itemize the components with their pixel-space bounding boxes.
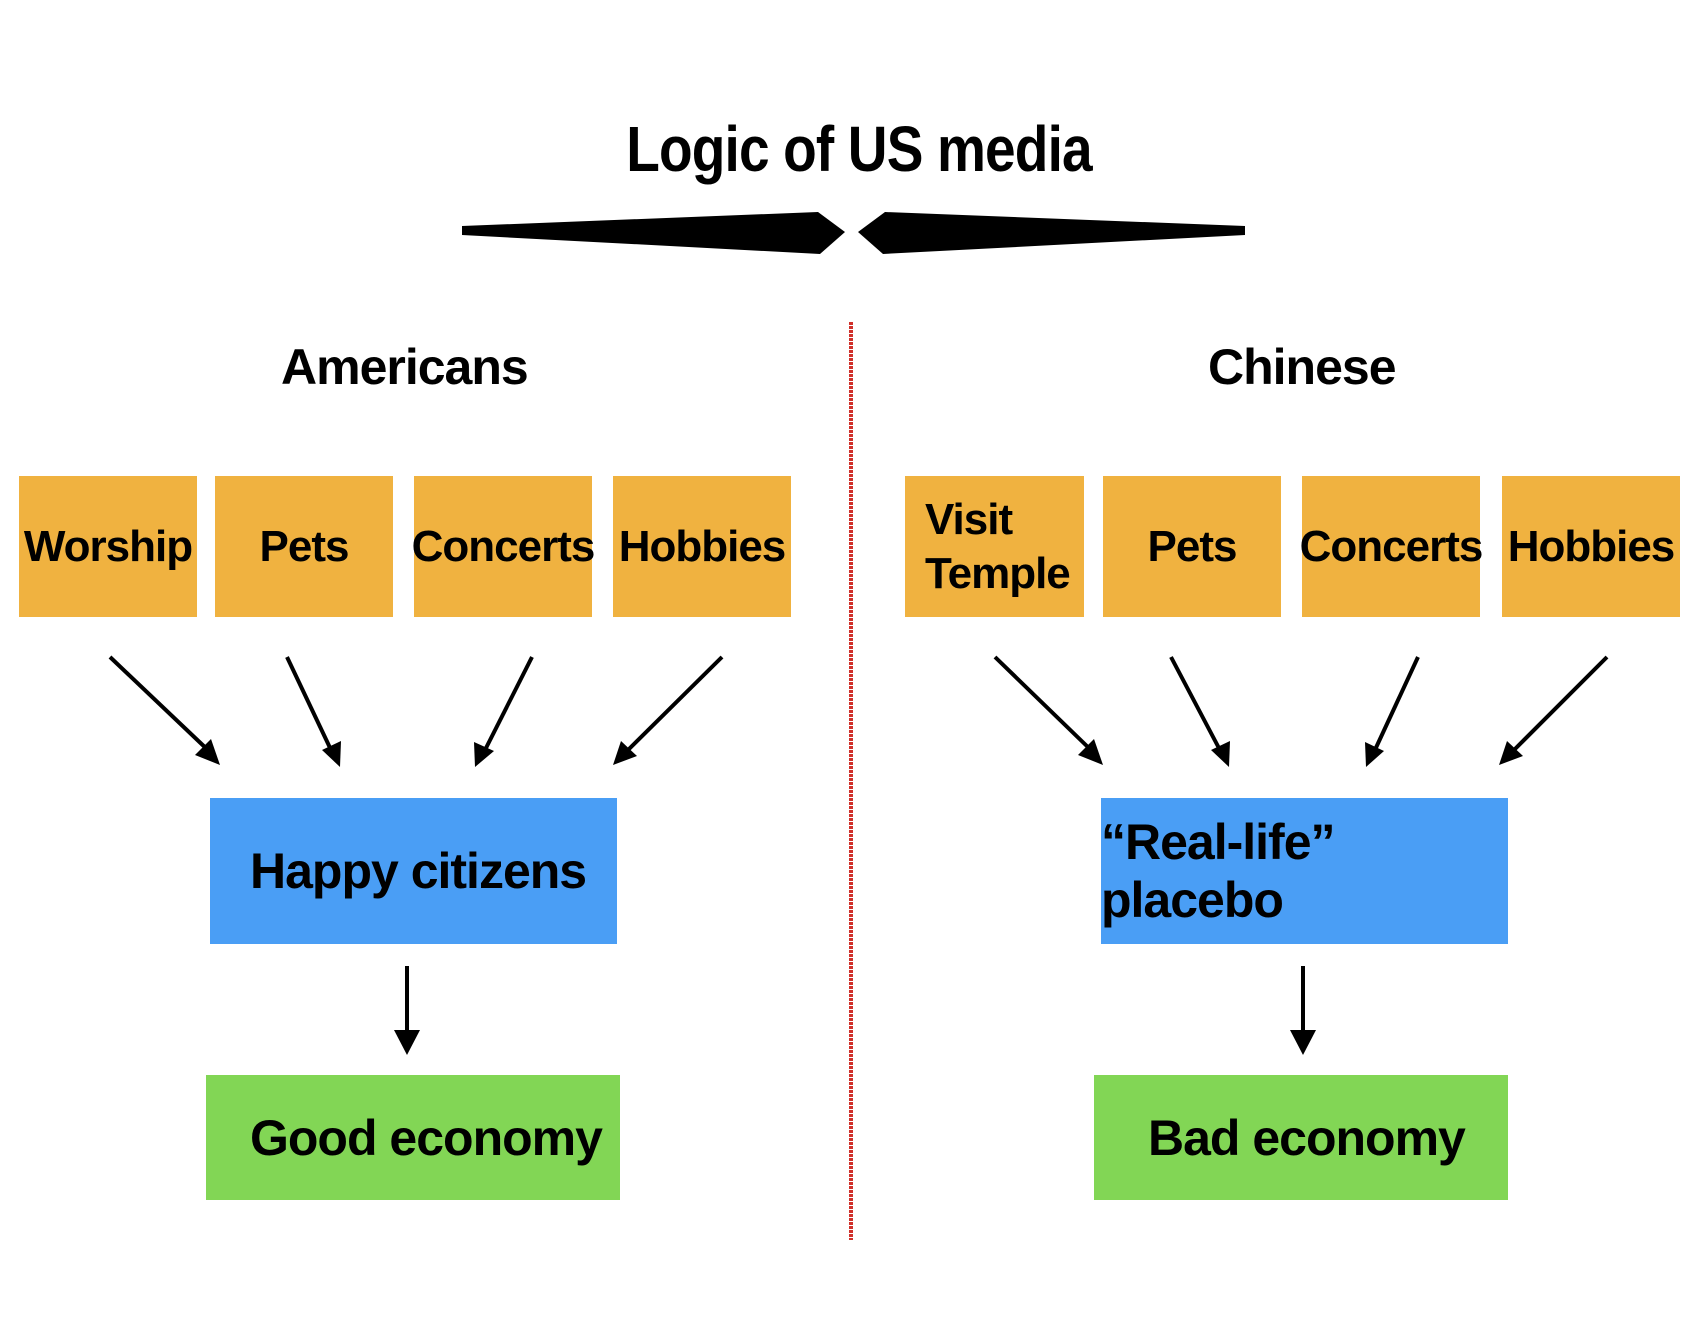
outcome-label: Happy citizens [250,843,587,899]
arrow-concerts-to-happy [482,656,534,753]
arrowhead [1078,739,1103,765]
activity-label: Hobbies [1507,521,1676,571]
activity-label-line-2: Temple [925,548,1071,598]
activity-box-concerts-right: Concerts [1299,476,1484,617]
arrow-temple-to-placebo [993,655,1095,754]
activity-label: Pets [1147,521,1238,571]
brace-left-half [462,212,845,254]
result-box-good-economy: Good economy [206,1075,620,1200]
arrow-hobbies-to-placebo [1510,655,1609,754]
arrowhead [613,741,637,765]
activity-label: Worship [23,521,193,571]
activity-label-line-1: Visit [925,494,1013,544]
americans-header: Americans [281,339,529,395]
result-label: Good economy [250,1109,603,1166]
arrow-concerts-to-placebo [1372,656,1420,753]
activity-box-hobbies-right: Hobbies [1502,476,1680,617]
chinese-header: Chinese [1208,339,1397,395]
outcome-box-happy-citizens: Happy citizens [210,798,617,944]
arrowhead [1499,741,1523,765]
arrowhead [394,1030,420,1055]
arrowhead [1290,1030,1316,1055]
brace-right-half [858,212,1245,254]
activity-box-concerts-left: Concerts [411,476,596,617]
arrow-pets-to-happy [285,656,334,753]
outcome-box-placebo: “Real-life” placebo [1101,798,1508,944]
result-box-bad-economy: Bad economy [1094,1075,1508,1200]
activity-box-visit-temple: Visit Temple [905,476,1084,617]
result-label: Bad economy [1148,1109,1466,1166]
arrowhead [1211,741,1230,767]
arrowhead [1365,742,1384,767]
arrowhead [474,742,494,767]
activity-box-worship: Worship [19,476,197,617]
activity-label: Pets [259,521,350,571]
arrow-hobbies-to-happy [624,655,724,754]
arrowhead [195,739,220,765]
outcome-label: “Real-life” placebo [1101,814,1336,928]
activity-box-pets-left: Pets [215,476,393,617]
arrow-worship-to-happy [108,655,212,754]
activity-box-hobbies-left: Hobbies [613,476,791,617]
activity-label: Concerts [1299,521,1484,571]
activity-label: Concerts [411,521,596,571]
diagram-title: Logic of US media [626,113,1092,185]
arrow-pets-to-placebo [1169,656,1223,753]
activity-label: Hobbies [618,521,787,571]
activity-box-pets-right: Pets [1103,476,1281,617]
arrowhead [322,741,341,767]
